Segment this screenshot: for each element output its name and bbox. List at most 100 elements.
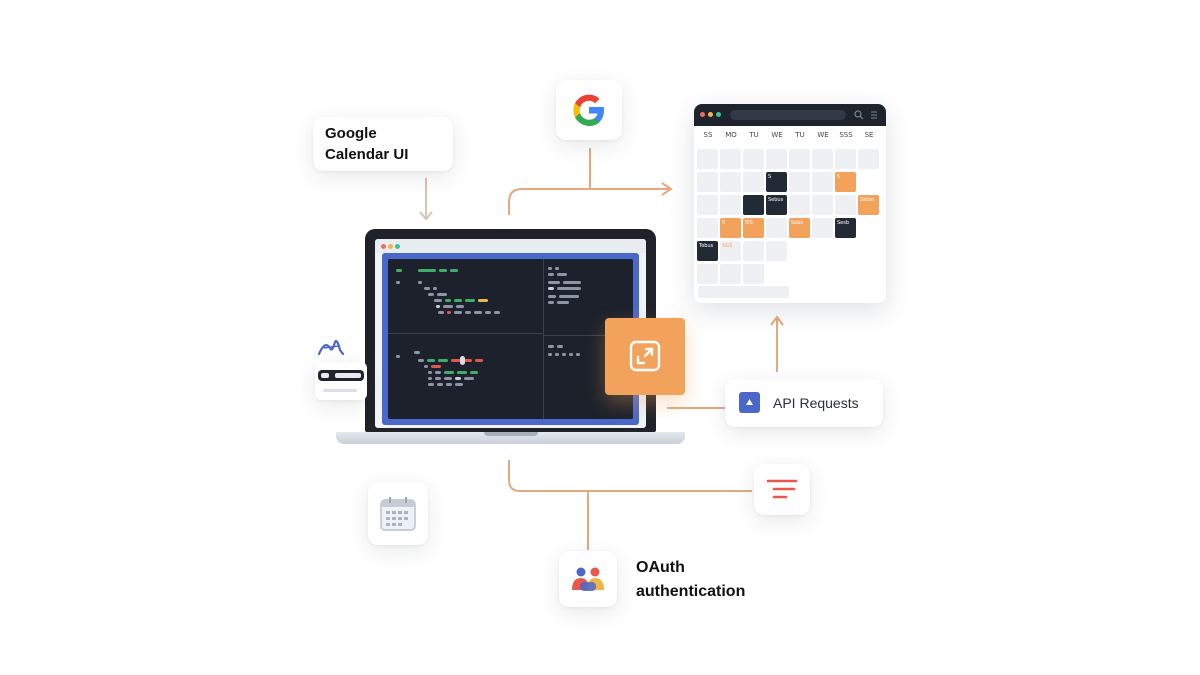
weekday-6: SSS	[839, 131, 853, 139]
calendar-event-label: S&S	[722, 243, 733, 249]
list-icon-card[interactable]	[754, 464, 810, 515]
calendar-day-cell[interactable]	[858, 149, 879, 169]
calendar-day-cell[interactable]	[789, 195, 810, 215]
calendar-event-label: Sebus	[768, 197, 784, 203]
calendar-day-cell[interactable]: SIS	[743, 218, 764, 238]
code-token	[447, 311, 451, 314]
code-token	[569, 353, 573, 356]
weekday-7: SE	[864, 131, 874, 139]
calendar-day-cell[interactable]	[812, 172, 833, 192]
code-token	[435, 377, 441, 380]
calendar-day-cell[interactable]	[835, 149, 856, 169]
code-token	[548, 353, 552, 356]
connector-laptop-to-calendar	[508, 188, 670, 215]
calendar-day-cell[interactable]: Seten	[858, 195, 879, 215]
calendar-day-cell[interactable]: S&S	[720, 241, 741, 261]
code-token	[428, 293, 434, 296]
oauth-icon-card[interactable]	[559, 551, 617, 607]
code-token	[559, 295, 579, 298]
calendar-label-line1: Google	[325, 125, 377, 142]
calendar-day-cell[interactable]	[766, 218, 787, 238]
calendar-footer-bar	[698, 286, 789, 298]
browser-bar	[375, 239, 646, 253]
weekday-5: WE	[817, 131, 829, 139]
code-token	[548, 301, 554, 304]
calendar-day-cell[interactable]: Sebus	[766, 195, 787, 215]
calendar-day-cell[interactable]	[743, 149, 764, 169]
oauth-label-line1: OAuth	[636, 559, 685, 576]
weekday-4: TU	[795, 131, 805, 139]
code-token	[494, 311, 500, 314]
calendar-day-cell[interactable]	[743, 195, 764, 215]
api-requests-card[interactable]: API Requests	[725, 379, 883, 427]
laptop-base	[336, 432, 685, 444]
google-card[interactable]	[556, 80, 622, 140]
calendar-day-cell[interactable]	[743, 264, 764, 284]
code-token	[428, 377, 432, 380]
calendar-event-label: S	[837, 174, 841, 180]
code-token	[435, 371, 441, 374]
calendar-day-cell[interactable]: Sebs	[789, 218, 810, 238]
calendar-day-cell[interactable]	[743, 172, 764, 192]
toggle-card[interactable]	[315, 362, 367, 400]
code-token	[475, 359, 483, 362]
code-token	[436, 305, 440, 308]
calendar-day-cell[interactable]: S	[766, 172, 787, 192]
code-token	[433, 287, 437, 290]
code-token	[465, 311, 471, 314]
code-token	[451, 359, 461, 362]
api-triangle-icon	[739, 392, 760, 413]
search-icon[interactable]	[854, 110, 864, 120]
code-token	[444, 377, 452, 380]
calendar-day-cell[interactable]	[789, 172, 810, 192]
integration-badge[interactable]	[605, 318, 685, 395]
calendar-day-cell[interactable]: Sesb	[835, 218, 856, 238]
code-token	[450, 269, 458, 272]
code-token	[437, 383, 443, 386]
code-token	[474, 311, 482, 314]
code-token	[454, 299, 462, 302]
calendar-day-cell[interactable]	[812, 149, 833, 169]
calendar-day-cell[interactable]	[766, 241, 787, 261]
calendar-day-cell[interactable]	[697, 149, 718, 169]
menu-icon[interactable]	[870, 111, 878, 119]
calendar-day-cell[interactable]: S	[720, 218, 741, 238]
code-token	[576, 353, 580, 356]
calendar-day-cell[interactable]	[720, 195, 741, 215]
calendar-day-cell[interactable]	[720, 172, 741, 192]
code-token	[431, 365, 441, 368]
calendar-day-cell[interactable]: Tebus	[697, 241, 718, 261]
calendar-day-cell[interactable]	[697, 172, 718, 192]
code-editor	[388, 259, 633, 419]
calendar-day-cell[interactable]	[720, 149, 741, 169]
code-token	[396, 355, 400, 358]
calendar-day-cell[interactable]	[697, 195, 718, 215]
code-token	[396, 269, 402, 272]
code-token	[424, 365, 428, 368]
code-token	[438, 359, 448, 362]
code-token	[454, 311, 462, 314]
code-token	[444, 371, 454, 374]
code-token	[548, 295, 556, 298]
calendar-day-cell[interactable]	[812, 195, 833, 215]
calendar-day-cell[interactable]	[835, 195, 856, 215]
calendar-day-cell[interactable]	[697, 264, 718, 284]
code-token	[457, 371, 467, 374]
code-token	[428, 371, 432, 374]
calendar-day-cell[interactable]: S	[835, 172, 856, 192]
calendar-day-cell[interactable]	[720, 264, 741, 284]
calendar-day-cell[interactable]	[743, 241, 764, 261]
calendar-day-cell[interactable]	[766, 149, 787, 169]
calendar-url-bar[interactable]	[730, 110, 846, 120]
calendar-day-cell[interactable]	[789, 149, 810, 169]
calendar-day-cell[interactable]	[812, 218, 833, 238]
code-token	[557, 287, 581, 290]
code-token	[548, 273, 554, 276]
oauth-label-line2: authentication	[636, 583, 746, 600]
calendar-icon-card[interactable]	[368, 482, 428, 545]
google-logo-icon	[573, 94, 604, 126]
calendar-day-cell[interactable]	[697, 218, 718, 238]
code-token	[478, 299, 488, 302]
toggle-switch[interactable]	[318, 370, 364, 381]
